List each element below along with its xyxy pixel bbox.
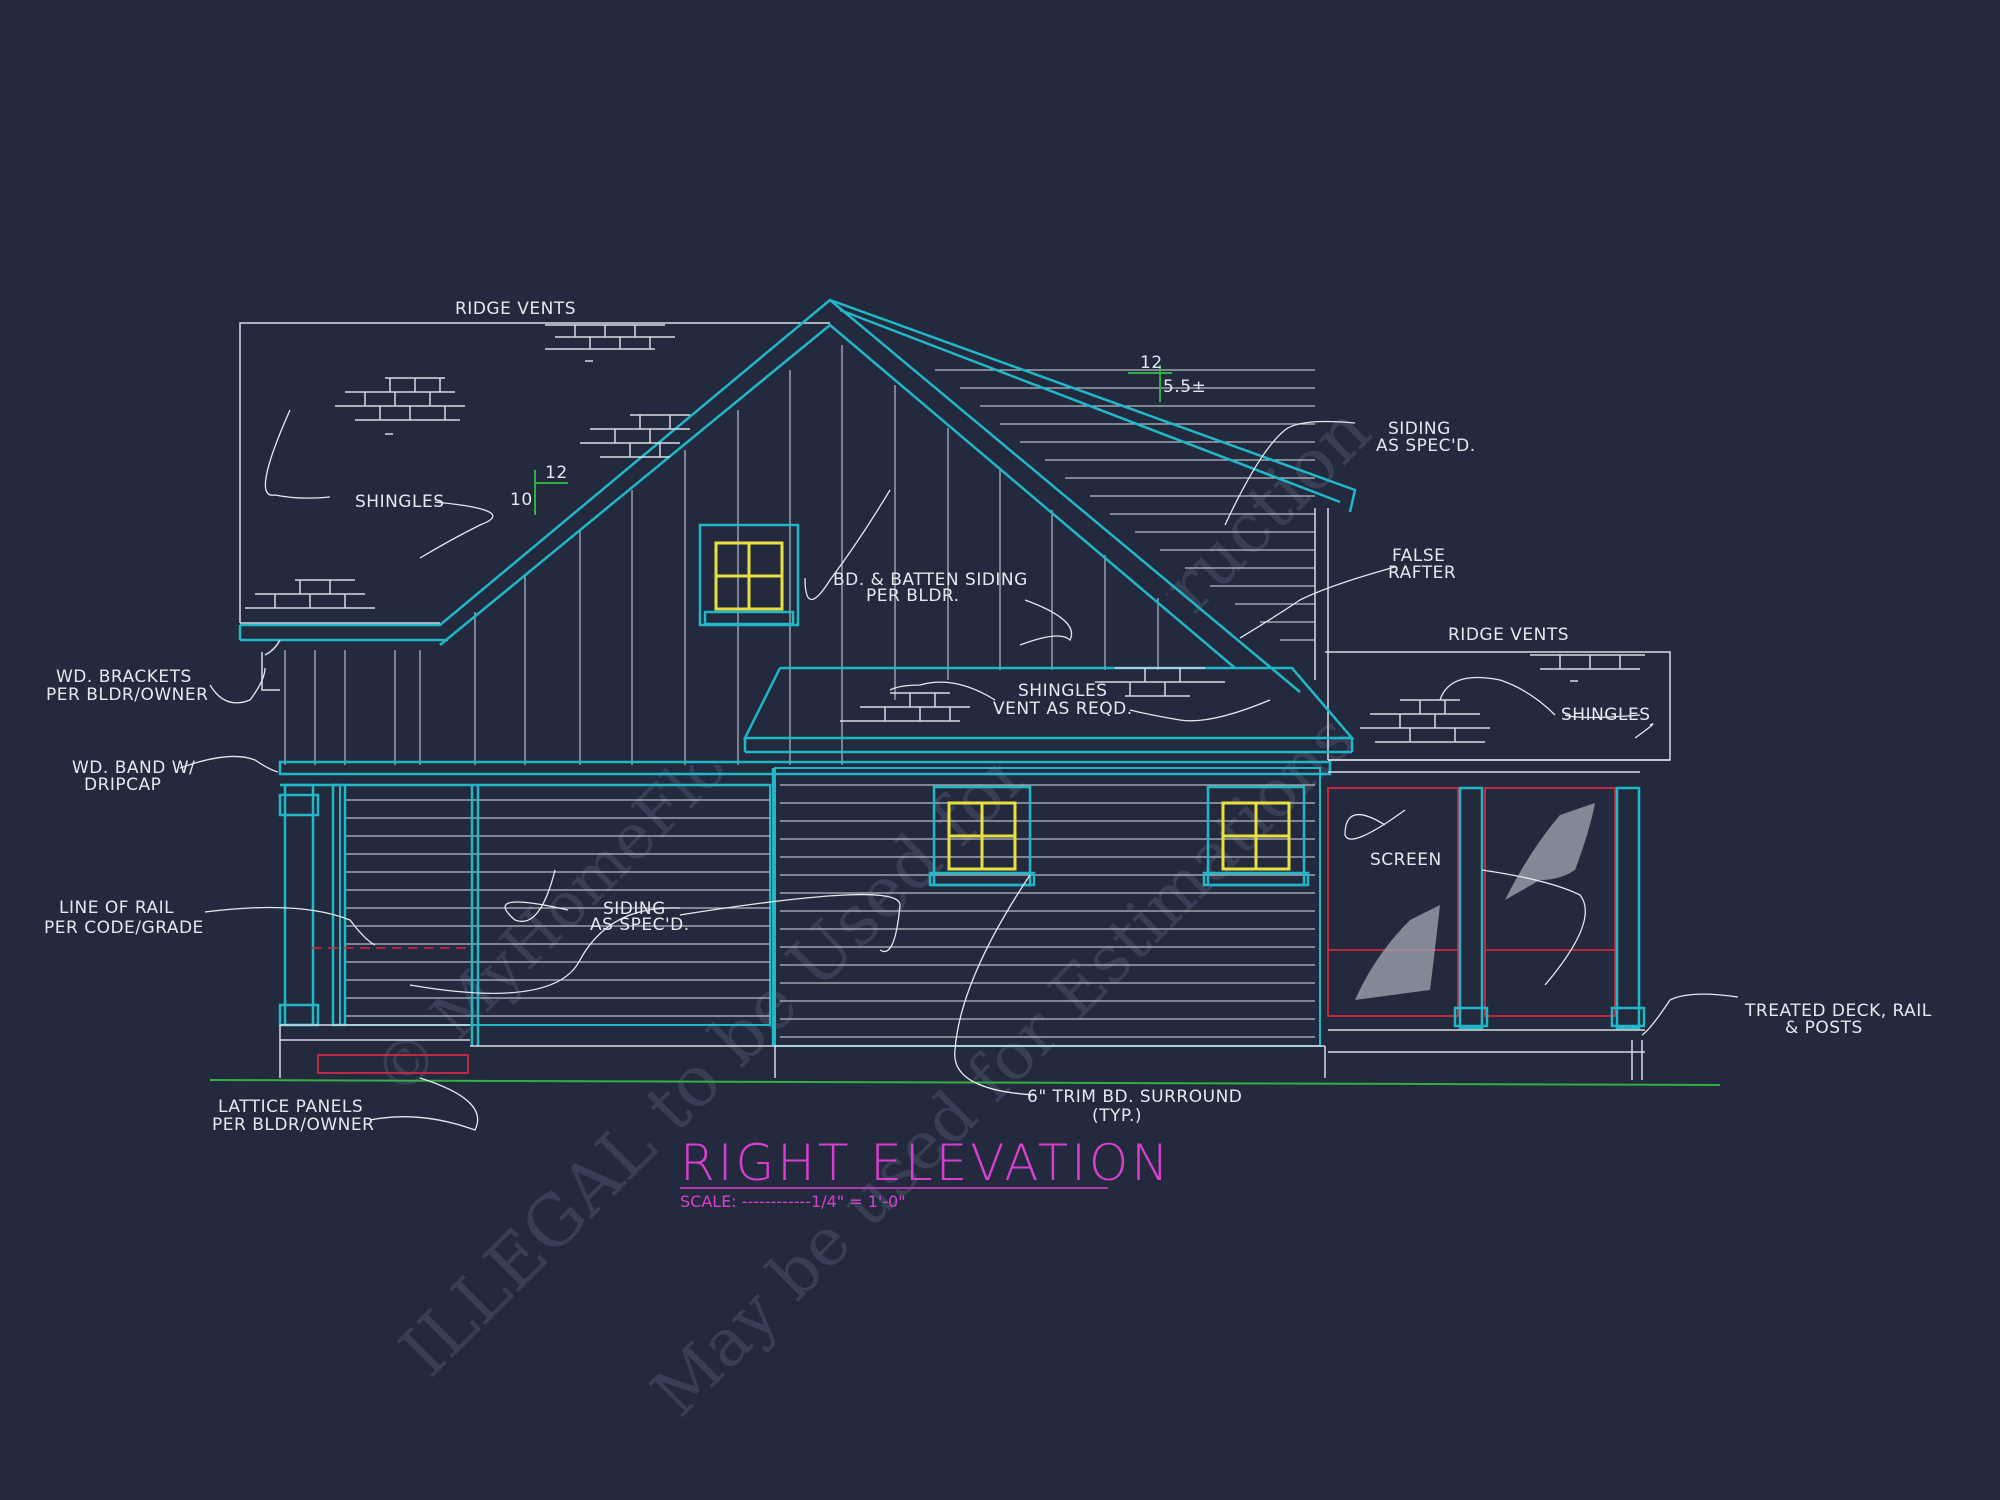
ridge-vents-left-label: RIDGE VENTS bbox=[455, 299, 576, 319]
screen-label: SCREEN bbox=[1370, 850, 1442, 870]
annotation-labels: RIDGE VENTS SHINGLES SIDING AS SPEC'D. F… bbox=[44, 299, 1932, 1135]
trim-label-2: (TYP.) bbox=[1092, 1106, 1142, 1126]
siding-upper-label-1: SIDING bbox=[1388, 419, 1451, 439]
window-right bbox=[1202, 785, 1310, 887]
window-gable bbox=[698, 523, 800, 627]
ridge-vents-right-label: RIDGE VENTS bbox=[1448, 625, 1569, 645]
deck-label-1: TREATED DECK, RAIL bbox=[1744, 1001, 1932, 1021]
wood-band bbox=[278, 760, 1332, 787]
pitch-55-label: 5.5± bbox=[1163, 377, 1206, 397]
wd-band-label-1: WD. BAND W/ bbox=[72, 758, 195, 778]
screen-hatch-right bbox=[1505, 803, 1595, 900]
window-middle bbox=[928, 785, 1036, 887]
shingles-left-label: SHINGLES bbox=[355, 492, 444, 512]
lattice-label-1: LATTICE PANELS bbox=[218, 1097, 363, 1117]
batten-label-2: PER BLDR. bbox=[866, 586, 960, 606]
screen-hatch-left bbox=[1355, 905, 1440, 1000]
siding-lower-label-1: SIDING bbox=[603, 899, 666, 919]
shingles-vent-label-2: VENT AS REQD. bbox=[993, 699, 1133, 719]
pitch-symbol-right: 12 5.5± bbox=[1128, 353, 1206, 402]
shingles-right-label: SHINGLES bbox=[1561, 705, 1650, 725]
deck-label-2: & POSTS bbox=[1785, 1018, 1863, 1038]
pitch-12-right-label: 12 bbox=[1140, 353, 1163, 373]
wd-brackets-label-2: PER BLDR/OWNER bbox=[46, 685, 208, 705]
main-gable-roof bbox=[238, 298, 1357, 693]
grade-line bbox=[209, 1045, 1721, 1086]
trim-label-1: 6" TRIM BD. SURROUND bbox=[1027, 1087, 1242, 1107]
pitch-10-label: 10 bbox=[510, 490, 533, 510]
left-porch bbox=[261, 639, 470, 1078]
left-roof-outline bbox=[239, 322, 830, 624]
siding-upper-label-2: AS SPEC'D. bbox=[1376, 436, 1476, 456]
wd-band-label-2: DRIPCAP bbox=[84, 775, 161, 795]
leader-lines bbox=[179, 409, 1739, 1131]
screened-porch bbox=[1327, 759, 1670, 1080]
shingles-vent-label-1: SHINGLES bbox=[1018, 681, 1107, 701]
false-rafter-label-2: RAFTER bbox=[1388, 563, 1456, 583]
wd-brackets-label-1: WD. BRACKETS bbox=[56, 667, 192, 687]
drawing-title: RIGHT ELEVATION bbox=[680, 1134, 1172, 1192]
shingle-symbols bbox=[245, 324, 1645, 743]
lattice-label-2: PER BLDR/OWNER bbox=[212, 1115, 374, 1135]
pitch-12-left-label: 12 bbox=[545, 463, 568, 483]
pitch-symbol-left: 10 12 bbox=[510, 463, 568, 515]
batten-label-1: BD. & BATTEN SIDING bbox=[833, 570, 1028, 590]
gable-wall bbox=[284, 335, 1250, 765]
rail-label-2: PER CODE/GRADE bbox=[44, 918, 204, 938]
drawing-title-block: RIGHT ELEVATION SCALE: ------------1/4" … bbox=[680, 1134, 1172, 1211]
siding-lower-label-2: AS SPEC'D. bbox=[590, 915, 690, 935]
drawing-scale: SCALE: ------------1/4" = 1'-0" bbox=[680, 1192, 906, 1211]
rail-label-1: LINE OF RAIL bbox=[59, 898, 174, 918]
false-rafter-label-1: FALSE bbox=[1392, 546, 1445, 566]
